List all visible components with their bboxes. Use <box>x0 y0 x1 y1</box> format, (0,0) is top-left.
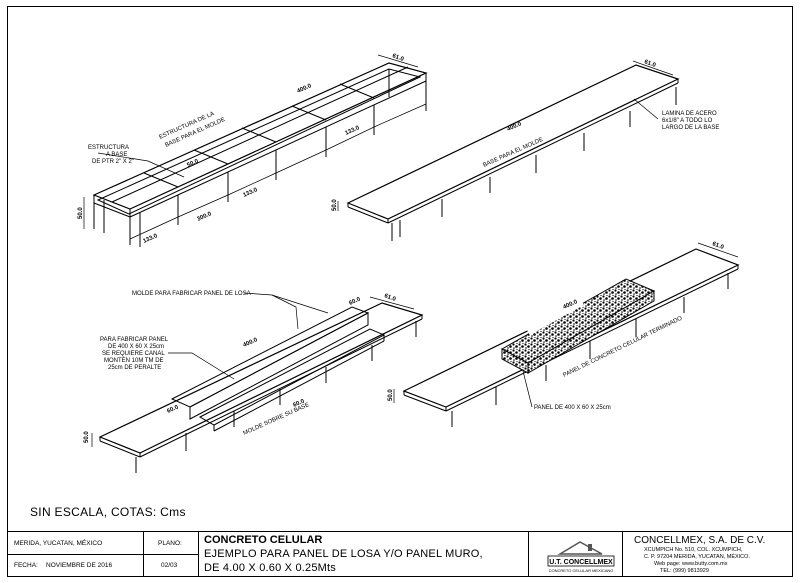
dim-f2: 400.0 <box>242 337 259 349</box>
label-molde-sobre: MOLDE SOBRE SU BASE <box>242 402 310 437</box>
dim-g3: 50.0 <box>388 389 394 401</box>
label-canal-5: 25cm DE PERALTE <box>108 365 161 371</box>
dim-f4: 60.0 <box>348 296 362 307</box>
concrete-panel <box>500 278 656 374</box>
dim-e1: 61.0 <box>643 59 657 69</box>
label-molde-panel: MOLDE PARA FABRICAR PANEL DE LOSA <box>132 291 251 297</box>
logo-subtext: CONCRETO CELULAR MEXICANO <box>549 568 614 573</box>
base-plate-drawing <box>337 60 680 241</box>
logo-text: U.T. CONCELLMEX <box>549 559 613 566</box>
location-text: MERIDA, YUCATAN, MÉXICO <box>14 540 103 547</box>
fecha-label: FECHA: <box>14 562 38 569</box>
frame-structure-drawing <box>83 54 428 247</box>
dim-d2: 400.0 <box>296 83 313 95</box>
scale-note: SIN ESCALA, COTAS: Cms <box>30 505 186 519</box>
company-address-1: XCUMPICH No. 510, COL. XCUMPICH, <box>644 547 743 553</box>
label-ptr-1: ESTRUCTURA <box>88 145 129 151</box>
dim-f5: 60.0 <box>166 404 180 415</box>
company-phone: TEL: (999) 9813929 <box>660 568 709 574</box>
label-lamina-2: 6x1/8" A TODO LO <box>662 118 713 124</box>
company-logo: U.T. CONCELLMEX CONCRETO CELULAR MEXICAN… <box>540 538 622 574</box>
dim-d5: 300.0 <box>196 211 213 223</box>
drawing-subtitle-2: DE 4.00 X 0.60 X 0.25Mts <box>204 562 336 574</box>
divider <box>198 532 199 577</box>
dim-e2: 400.0 <box>506 121 523 133</box>
mold-labels: MOLDE PARA FABRICAR PANEL DE LOSA PARA F… <box>84 291 397 443</box>
divider <box>622 532 623 577</box>
company-address-2: C. P. 97204 MERIDA, YUCATAN, MÉXICO. <box>644 554 750 560</box>
dim-f1: 61.0 <box>383 293 397 303</box>
label-ptr-3: DE PTR 2" X 2" <box>92 159 134 165</box>
fecha-value: NOVIEMBRE DE 2016 <box>46 562 113 569</box>
title-block: MERIDA, YUCATAN, MÉXICO FECHA: NOVIEMBRE… <box>8 531 792 577</box>
dim-d6: 133.0 <box>242 187 259 199</box>
mold-on-base-drawing <box>91 292 424 473</box>
label-ptr-2: A BASE <box>106 152 127 158</box>
sheet-frame <box>7 6 793 577</box>
base-plate-labels: BASE PARA EL MOLDE LAMINA DE ACERO 6x1/8… <box>332 59 719 211</box>
label-base-molde: BASE PARA EL MOLDE <box>482 137 544 169</box>
dim-d3: 50.0 <box>78 207 84 219</box>
dim-g1: 61.0 <box>711 241 725 251</box>
dim-d8: 133.0 <box>344 125 361 137</box>
label-panel-dim: PANEL DE 400 X 60 X 25cm <box>534 405 611 411</box>
company-name: CONCELLMEX, S.A. DE C.V. <box>634 535 766 546</box>
dim-d7: 50.0 <box>186 158 200 169</box>
label-lamina-3: LARGO DE LA BASE <box>662 125 719 131</box>
divider <box>8 554 143 555</box>
dim-g2: 400.0 <box>562 299 579 311</box>
plano-label: PLANO: <box>158 540 182 547</box>
dim-f3: 50.0 <box>84 431 90 443</box>
label-lamina-1: LAMINA DE ACERO <box>662 111 717 117</box>
label-canal-1: PARA FABRICAR PANEL <box>100 337 169 343</box>
dim-d1: 61.0 <box>391 53 405 63</box>
plano-value: 02/03 <box>161 562 178 569</box>
drawing-title: CONCRETO CELULAR <box>204 534 323 546</box>
dim-e3: 50.0 <box>332 199 338 211</box>
label-canal-4: MONTEN 10M TM DE <box>104 358 164 364</box>
divider <box>528 532 529 577</box>
drawing-subtitle-1: EJEMPLO PARA PANEL DE LOSA Y/O PANEL MUR… <box>204 548 483 560</box>
dim-f6: 60.0 <box>292 398 306 409</box>
label-canal-2: DE 400 X 60 X 25cm <box>108 344 164 350</box>
company-web: Web page: www.butty.com.mx <box>654 561 728 567</box>
label-canal-3: SE REQUIERE CANAL <box>102 351 165 357</box>
divider <box>143 554 198 555</box>
dim-d4: 133.0 <box>142 233 159 245</box>
isometric-drawings: ESTRUCTURA DE LA BASE PARA EL MOLDE ESTR… <box>78 53 740 473</box>
